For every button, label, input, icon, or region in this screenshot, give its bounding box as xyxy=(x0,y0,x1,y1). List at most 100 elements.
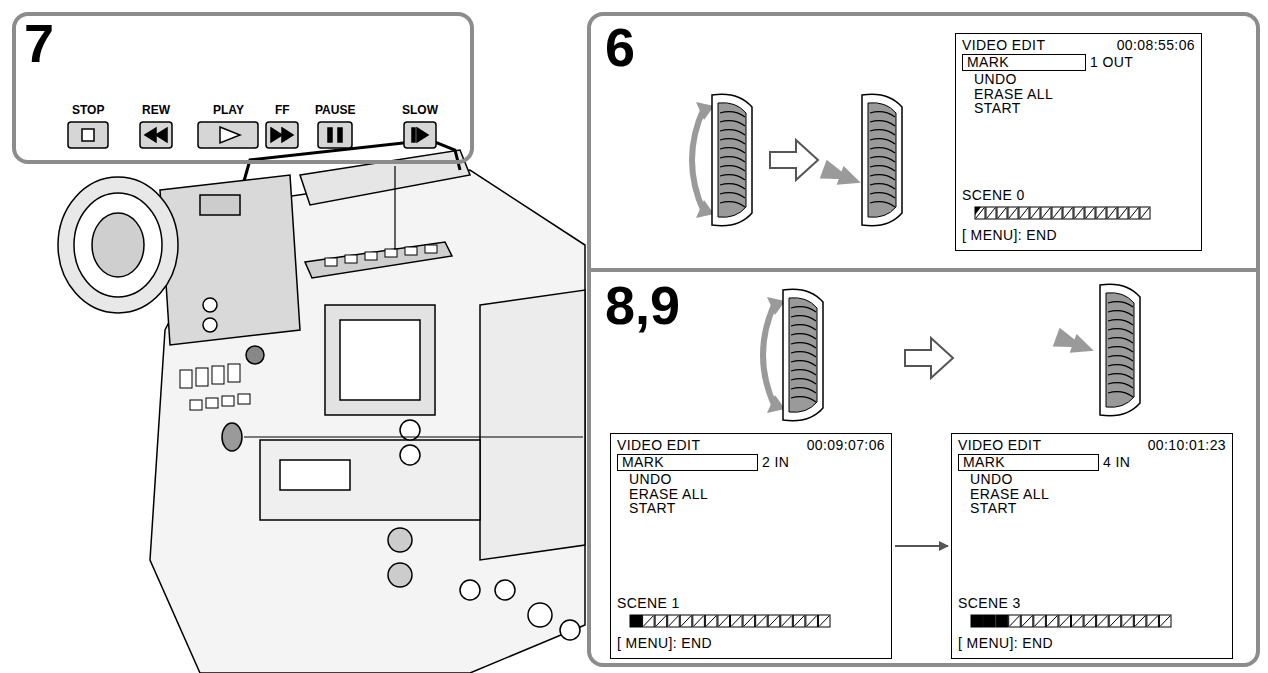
vcr-buttons xyxy=(198,122,258,148)
vcr-buttons xyxy=(417,128,428,142)
camcorder xyxy=(460,580,480,600)
scene-cell xyxy=(1140,207,1150,219)
scene-hatch xyxy=(1148,616,1158,626)
step-number: 8,9 xyxy=(605,278,680,332)
vcr-buttons xyxy=(220,127,240,143)
scene-cell xyxy=(630,615,642,627)
camcorder xyxy=(180,370,192,388)
step-number: 6 xyxy=(605,20,635,74)
camcorder xyxy=(203,318,217,332)
scene-hatch xyxy=(1009,208,1017,218)
scene-hatch xyxy=(987,208,995,218)
button-label: FF xyxy=(275,104,290,117)
scene-hatch xyxy=(976,208,984,218)
scene-cell xyxy=(731,615,743,627)
scene-cell xyxy=(1129,207,1139,219)
vcr-buttons xyxy=(282,128,293,142)
scene-hatch xyxy=(1108,208,1116,218)
camcorder xyxy=(160,175,300,345)
vcr-buttons xyxy=(271,128,282,142)
drawing xyxy=(692,102,714,218)
scene-hatch xyxy=(757,616,767,626)
scene-hatch xyxy=(1060,616,1070,626)
mark-status: 4 IN xyxy=(1103,455,1130,470)
scene-cell xyxy=(756,615,768,627)
scene-cell xyxy=(1107,207,1117,219)
menu-item: MARK xyxy=(617,454,758,471)
vcr-buttons xyxy=(156,128,167,142)
scene-hatch xyxy=(1160,616,1170,626)
scene-hatch xyxy=(769,616,779,626)
scene-cell xyxy=(997,207,1007,219)
scene-cell xyxy=(984,615,996,627)
screen-title: VIDEO EDIT xyxy=(617,438,700,453)
vcr-buttons xyxy=(140,122,172,148)
drawing xyxy=(770,140,818,180)
scene-cell xyxy=(971,615,983,627)
leader-line xyxy=(244,166,583,437)
scene-cell xyxy=(1063,207,1073,219)
scene-cell xyxy=(1084,615,1096,627)
camcorder xyxy=(340,320,420,400)
scene-cell xyxy=(693,615,705,627)
scene-cell xyxy=(705,615,717,627)
scene-cell xyxy=(768,615,780,627)
vcr-buttons xyxy=(82,129,94,141)
scene-hatch xyxy=(681,616,691,626)
scene-cell xyxy=(1085,207,1095,219)
scene-cell xyxy=(806,615,818,627)
camcorder xyxy=(480,290,585,560)
scene-cell xyxy=(668,615,680,627)
menu-item: MARK xyxy=(958,454,1099,471)
menu-item: START xyxy=(974,101,1021,116)
camcorder xyxy=(196,368,208,386)
scene-cell xyxy=(1008,207,1018,219)
button-label: REW xyxy=(142,104,170,117)
menu-item: UNDO xyxy=(974,72,1017,87)
leader-line xyxy=(394,166,395,250)
scene-hatch xyxy=(1020,208,1028,218)
scene-hatch xyxy=(719,616,729,626)
scene-hatch xyxy=(744,616,754,626)
scene-cell xyxy=(1074,207,1084,219)
button-label: STOP xyxy=(72,104,104,117)
button-label: SLOW xyxy=(402,104,438,117)
drawing xyxy=(763,297,785,413)
camcorder xyxy=(74,193,162,297)
scene-cell xyxy=(986,207,996,219)
menu-item: UNDO xyxy=(629,472,672,487)
scene-cell xyxy=(1122,615,1134,627)
camcorder xyxy=(180,364,250,410)
camcorder xyxy=(92,213,144,277)
camcorder xyxy=(58,140,585,673)
scene-hatch xyxy=(1035,616,1045,626)
button-label: PAUSE xyxy=(315,104,355,117)
scene-bar xyxy=(970,614,1173,628)
drawing xyxy=(1100,284,1140,416)
vcr-buttons xyxy=(328,128,332,142)
scene-count: SCENE 1 xyxy=(617,596,680,611)
vcr-buttons xyxy=(404,122,436,148)
drawing xyxy=(712,94,752,226)
scene-cell xyxy=(1059,615,1071,627)
mark-status: 2 IN xyxy=(762,455,789,470)
drawing xyxy=(905,338,953,378)
vcr-buttons xyxy=(68,122,108,148)
menu-item: START xyxy=(629,501,676,516)
scene-hatch xyxy=(1097,208,1105,218)
camcorder xyxy=(203,298,217,312)
camcorder xyxy=(212,366,224,384)
sequence-arrow xyxy=(895,545,948,547)
vcr-buttons xyxy=(318,122,352,148)
scene-cell xyxy=(1041,207,1051,219)
camcorder xyxy=(400,445,420,465)
scene-count: SCENE 3 xyxy=(958,596,1021,611)
camcorder xyxy=(300,150,470,205)
scene-hatch xyxy=(1042,208,1050,218)
scene-hatch xyxy=(1119,208,1127,218)
vcr-buttons xyxy=(412,128,415,142)
menu-screen: VIDEO EDIT00:09:07:06MARK2 INUNDOERASE A… xyxy=(610,433,892,659)
camcorder xyxy=(228,364,240,382)
camcorder xyxy=(246,346,264,364)
scene-cell xyxy=(1034,615,1046,627)
